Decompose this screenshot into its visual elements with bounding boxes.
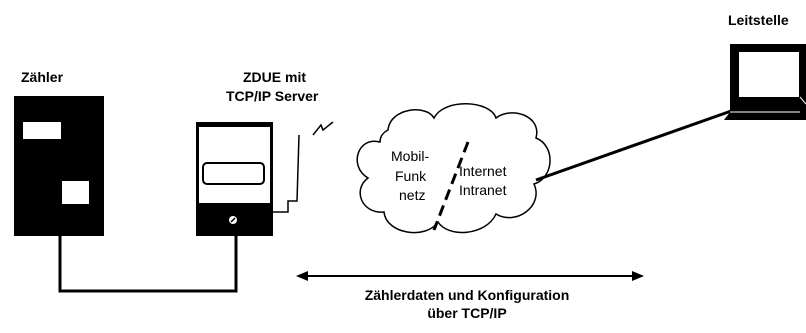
- zdue-label-line2: TCP/IP Server: [226, 88, 319, 104]
- network-cloud-icon: [356, 103, 551, 234]
- leitstelle-label: Leitstelle: [728, 12, 789, 28]
- mobil-label-line1: Mobil-: [391, 148, 429, 164]
- computer-monitor-icon: [724, 44, 806, 120]
- electricity-meter-icon: [14, 96, 104, 236]
- cloud-divider: [432, 141, 470, 231]
- caption-line2: über TCP/IP: [427, 305, 506, 321]
- intranet-label: Intranet: [459, 182, 507, 198]
- mobil-label-line3: netz: [399, 187, 425, 203]
- antenna-wire: [273, 134, 300, 213]
- zdue-label-line1: ZDUE mit: [243, 69, 306, 85]
- radio-signal-icon: [312, 121, 334, 136]
- caption-line1: Zählerdaten und Konfiguration: [365, 287, 570, 303]
- meter-cable: [58, 236, 238, 293]
- mobil-label-line2: Funk: [395, 168, 427, 184]
- leitstelle-link: [535, 108, 735, 182]
- zaehler-label: Zähler: [21, 69, 64, 85]
- zdue-device-icon: [196, 122, 273, 236]
- double-arrow-icon: [296, 271, 644, 281]
- internet-label: Internet: [459, 163, 507, 179]
